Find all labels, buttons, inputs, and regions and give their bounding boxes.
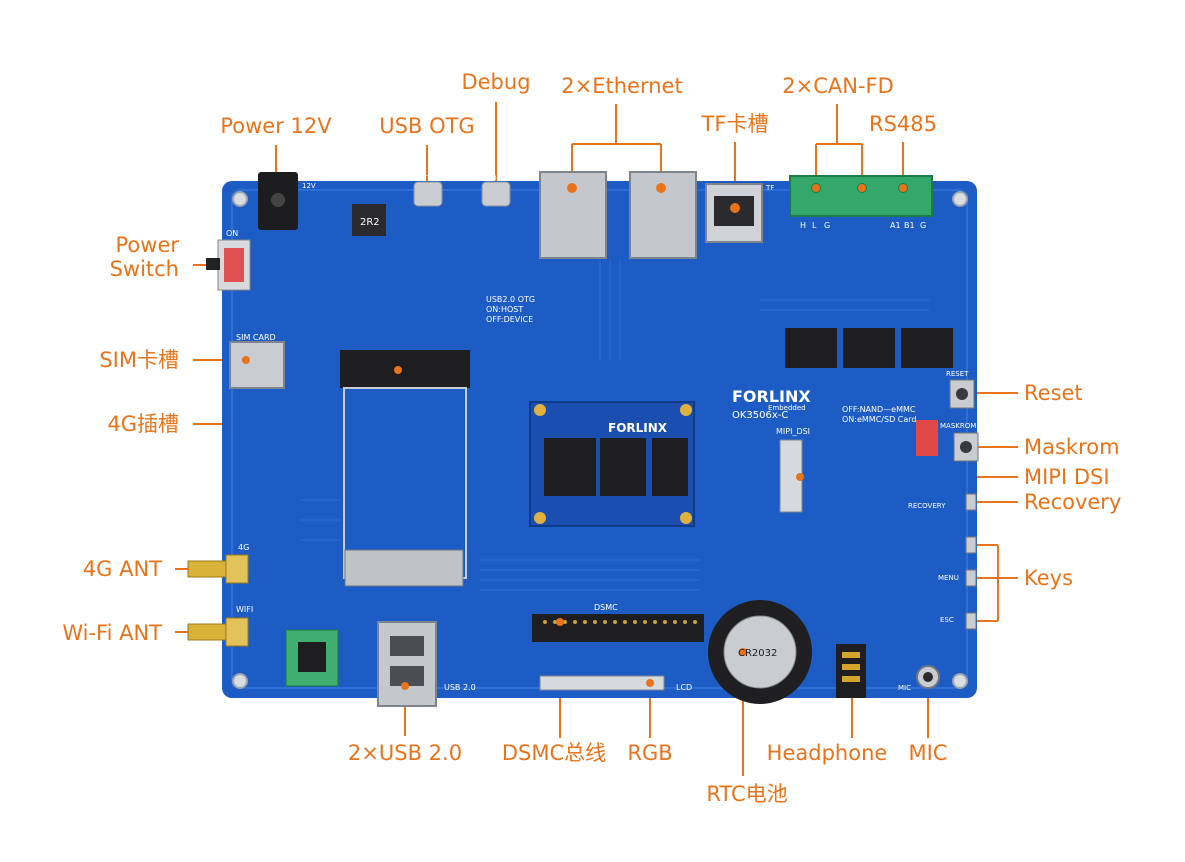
silk-rtc-battery: CR2032 xyxy=(738,648,777,659)
silk-usb-host: ON:HOST xyxy=(486,305,523,314)
silk-boot-note-1: OFF:NAND—eMMC xyxy=(842,405,916,414)
power-switch-slider xyxy=(224,248,244,282)
label-debug: Debug xyxy=(461,70,531,94)
silk-tf: TF xyxy=(765,184,774,192)
silk-can-g: G xyxy=(824,221,830,230)
power-jack-pin xyxy=(271,193,285,207)
silk-model: OK3506x-C xyxy=(732,410,788,421)
silk-maskrom: MASKROM xyxy=(940,422,976,430)
silk-sim-card: SIM CARD xyxy=(236,333,276,342)
silk-rs-b: B1 xyxy=(904,221,915,230)
label-rs485: RS485 xyxy=(868,112,938,136)
silk-rs-g: G xyxy=(920,221,926,230)
silk-menu: MENU xyxy=(938,574,959,582)
silk-lcd: LCD xyxy=(676,683,692,692)
can-rs485-terminal xyxy=(789,175,933,217)
label-canfd: 2×CAN-FD xyxy=(782,74,894,98)
silk-4g: 4G xyxy=(238,543,249,552)
silk-boot-note-2: ON:eMMC/SD Card xyxy=(842,415,916,424)
side-keys xyxy=(965,493,977,630)
mounting-holes xyxy=(232,191,968,689)
silk-debug: DEBUG xyxy=(482,174,507,182)
label-power-switch-line2: Switch xyxy=(109,257,179,281)
boot-dip-switch xyxy=(916,420,938,456)
label-power-12v: Power 12V xyxy=(220,114,332,138)
silk-recovery: RECOVERY xyxy=(908,502,946,510)
sim-card-slot xyxy=(229,341,285,389)
label-rtc: RTC电池 xyxy=(706,782,788,806)
silk-12v: 12V xyxy=(302,182,316,190)
leader-ethernet xyxy=(571,104,662,186)
pcb-traces xyxy=(300,260,930,591)
label-headphone: Headphone xyxy=(766,741,888,765)
silk-usb-mode: USB2.0 OTG xyxy=(486,295,535,304)
silk-can-l: L xyxy=(812,221,817,230)
silk-on: ON xyxy=(226,229,238,238)
leader-keys xyxy=(974,544,1018,622)
label-power-switch: Power Switch xyxy=(110,233,179,281)
silk-som-brand: FORLINX xyxy=(608,421,668,435)
silk-otg: OTG xyxy=(418,174,433,182)
silk-reset: RESET xyxy=(946,370,969,378)
dsmc-header xyxy=(532,614,704,642)
label-reset: Reset xyxy=(1024,381,1083,405)
label-mipi-dsi: MIPI DSI xyxy=(1024,465,1110,489)
isolator-chips xyxy=(785,328,953,368)
label-power-switch-line1: Power xyxy=(115,233,180,257)
usb20-double-port xyxy=(377,621,437,707)
label-4g-slot: 4G插槽 xyxy=(107,412,179,436)
leader-canfd xyxy=(815,104,863,186)
silk-wifi: WIFI xyxy=(236,605,253,614)
power-switch-lever xyxy=(206,258,220,270)
wifi-antenna-connector xyxy=(187,617,249,647)
label-maskrom: Maskrom xyxy=(1024,435,1120,459)
label-wifi-ant: Wi-Fi ANT xyxy=(62,621,162,645)
silk-mipi: MIPI_DSI xyxy=(776,427,810,436)
4g-antenna-connector xyxy=(187,554,249,584)
4g-slot-connector xyxy=(340,350,470,388)
rgb-fpc-connector xyxy=(539,675,665,691)
usb-otg-port xyxy=(413,181,443,207)
label-mic: MIC xyxy=(908,741,948,765)
label-ethernet: 2×Ethernet xyxy=(561,74,683,98)
silk-esc: ESC xyxy=(940,616,954,624)
4g-slot-latch xyxy=(344,549,464,587)
debug-usb-port xyxy=(481,181,511,207)
silk-rs-a: A1 xyxy=(890,221,901,230)
label-rgb: RGB xyxy=(627,741,673,765)
silk-brand: FORLINX xyxy=(732,387,811,406)
label-recovery: Recovery xyxy=(1024,490,1122,514)
silk-usb-device: OFF:DEVICE xyxy=(486,315,533,324)
label-dsmc: DSMC总线 xyxy=(501,741,607,765)
silk-can-h: H xyxy=(800,221,806,230)
label-sim: SIM卡槽 xyxy=(99,348,179,372)
reset-button xyxy=(949,379,975,409)
inductor-2r2 xyxy=(352,204,386,236)
silk-inductor: 2R2 xyxy=(360,217,380,228)
label-keys: Keys xyxy=(1024,566,1074,590)
label-usb-otg: USB OTG xyxy=(379,114,475,138)
label-usb20: 2×USB 2.0 xyxy=(347,741,463,765)
label-tf: TF卡槽 xyxy=(701,112,769,136)
silk-brand-sub: Embedded xyxy=(768,404,806,412)
silk-mic: MIC xyxy=(898,684,911,692)
silk-usb20: USB 2.0 xyxy=(444,683,476,692)
silk-dsmc: DSMC xyxy=(594,603,618,612)
label-4g-ant: 4G ANT xyxy=(82,557,162,581)
